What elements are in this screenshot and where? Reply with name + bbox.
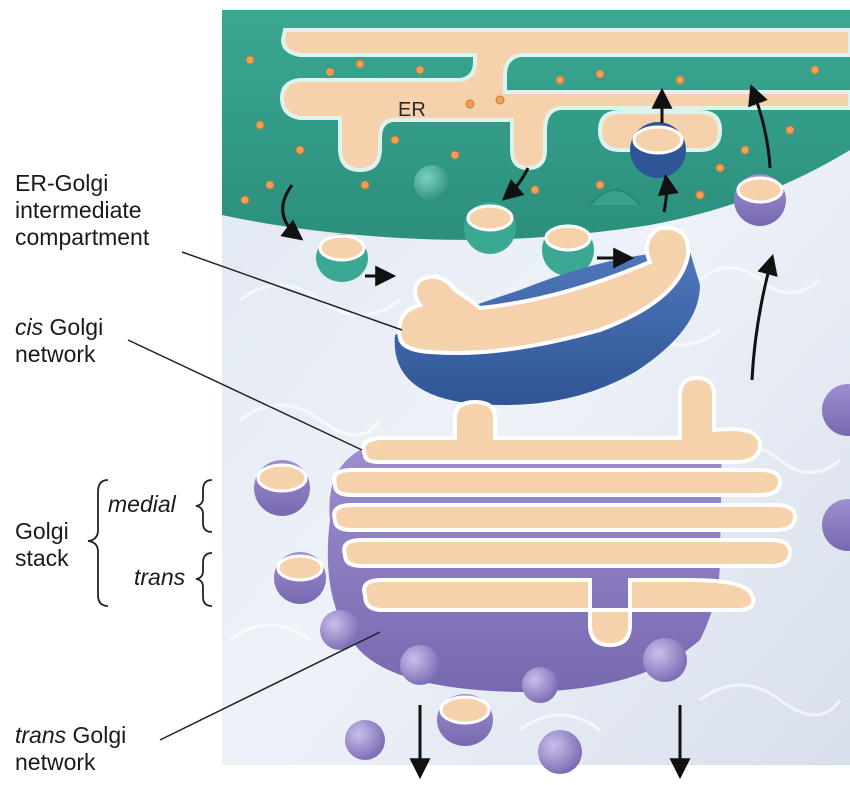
trans-golgi-network-label: trans Golgi network bbox=[15, 722, 126, 776]
cis-label-suffix: Golgi bbox=[43, 314, 103, 340]
tgn-label-prefix: trans bbox=[15, 722, 66, 748]
ergic-label-line2: intermediate bbox=[15, 197, 149, 224]
trans-label: trans bbox=[134, 564, 185, 591]
golgi-stack-label-line2: stack bbox=[15, 545, 69, 572]
tgn-label-line2: network bbox=[15, 749, 126, 776]
ergic-label-line3: compartment bbox=[15, 224, 149, 251]
trans-label-text: trans bbox=[134, 564, 185, 590]
tgn-label-suffix: Golgi bbox=[66, 722, 126, 748]
medial-bracket bbox=[196, 480, 212, 532]
medial-label-text: medial bbox=[108, 491, 176, 517]
ergic-label-line1: ER-Golgi bbox=[15, 170, 149, 197]
medial-label: medial bbox=[108, 491, 176, 518]
golgi-stack-label: Golgi stack bbox=[15, 518, 69, 572]
trans-bracket bbox=[196, 553, 212, 606]
er-label: ER bbox=[398, 99, 426, 121]
cis-label-line2: network bbox=[15, 341, 103, 368]
cis-golgi-label: cis Golgi network bbox=[15, 314, 103, 368]
golgi-stack-label-line1: Golgi bbox=[15, 518, 69, 545]
cis-label-prefix: cis bbox=[15, 314, 43, 340]
golgi-stack-bracket bbox=[88, 480, 108, 606]
ergic-label: ER-Golgi intermediate compartment bbox=[15, 170, 149, 251]
